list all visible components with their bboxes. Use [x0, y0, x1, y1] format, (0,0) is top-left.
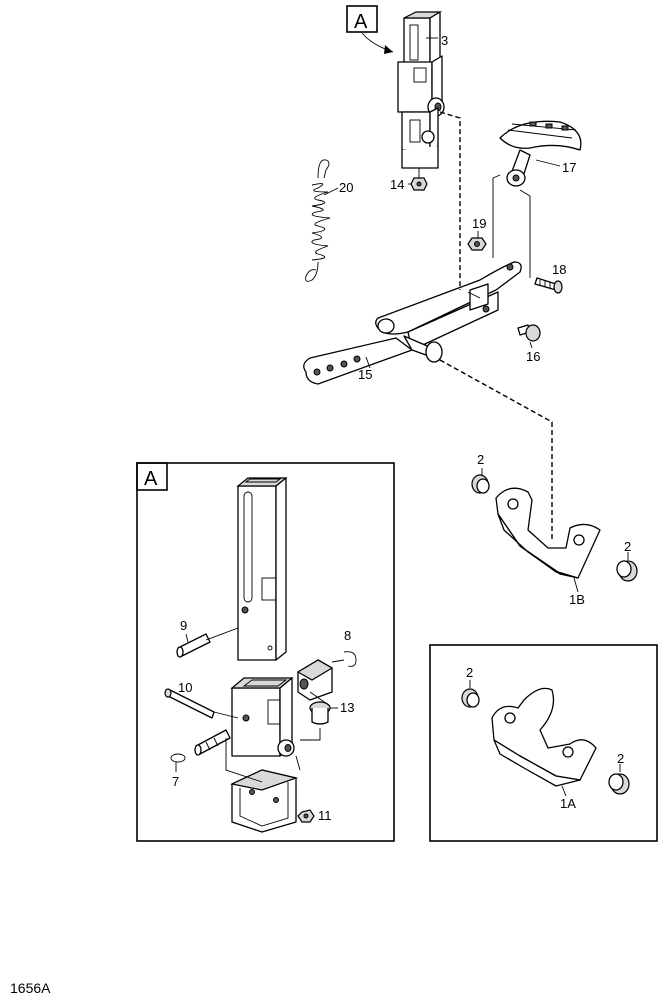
figure-id: 1656A [10, 980, 51, 996]
label-20: 20 [339, 180, 353, 195]
label-2-upper-right: 2 [624, 539, 631, 554]
label-17: 17 [562, 160, 576, 175]
label-19: 19 [472, 216, 486, 231]
label-1A: 1A [560, 796, 576, 811]
label-9: 9 [180, 618, 187, 633]
label-3: 3 [441, 33, 448, 48]
label-18: 18 [552, 262, 566, 277]
nut-14 [408, 168, 428, 191]
bolt-16 [517, 324, 541, 349]
label-8: 8 [344, 628, 351, 643]
detail-box-1A [429, 644, 658, 842]
pedal-17 [499, 120, 582, 187]
label-2-upper-left: 2 [477, 452, 484, 467]
lever-15 [303, 261, 522, 385]
label-13: 13 [340, 700, 354, 715]
label-10: 10 [178, 680, 192, 695]
spring-20 [305, 159, 339, 282]
detail-box-a: A 9 8 10 [136, 462, 395, 842]
label-16: 16 [526, 349, 540, 364]
label-15: 15 [358, 367, 372, 382]
nut-19 [467, 237, 487, 251]
detail-box-a-title: A [144, 468, 158, 490]
column-assembly [397, 11, 445, 169]
callout-a: A [346, 5, 394, 54]
label-14: 14 [390, 177, 404, 192]
callout-a-label: A [354, 11, 368, 33]
label-11: 11 [318, 808, 332, 823]
bracket-1B [471, 468, 638, 593]
bolt-18 [534, 277, 563, 294]
label-1B: 1B [569, 592, 585, 607]
label-7: 7 [172, 774, 179, 789]
label-2-lower-right: 2 [617, 751, 624, 766]
label-2-lower-left: 2 [466, 665, 473, 680]
